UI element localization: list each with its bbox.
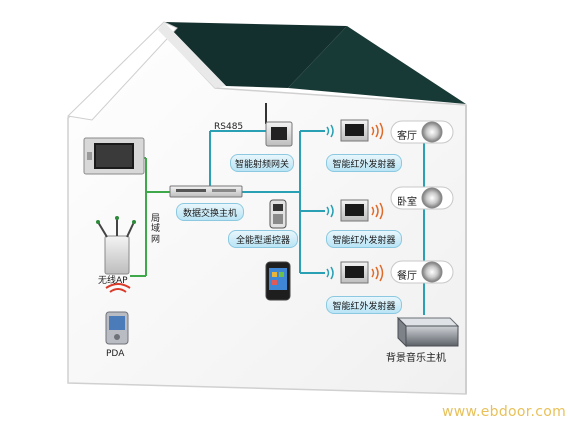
- rs485-label: RS485: [214, 122, 244, 132]
- ir-emitter-1-icon: [340, 119, 369, 142]
- room-bedroom-label: 卧室: [397, 197, 417, 208]
- ir-emitter-3-icon: [340, 261, 369, 284]
- ir-emitter-2-label: 智能红外发射器: [326, 230, 402, 248]
- room-bedroom: [390, 186, 454, 210]
- remote-control-icon: [269, 199, 287, 229]
- wifi-signal-icon: [105, 283, 131, 293]
- ir-emitter-3-label: 智能红外发射器: [326, 296, 402, 314]
- touch-panel-icon: [83, 137, 145, 175]
- room-living: [390, 120, 454, 144]
- smartphone-icon: [265, 261, 291, 301]
- music-host-icon: [396, 316, 460, 348]
- wireless-ap-icon: [96, 216, 136, 275]
- watermark: www.ebdoor.com: [442, 404, 567, 420]
- room-dining-label: 餐厅: [397, 271, 417, 282]
- data-exchange-host-icon: [169, 185, 243, 198]
- rf-gateway-icon: [265, 103, 293, 147]
- lan-label: 局域网: [151, 214, 161, 245]
- universal-remote-label: 全能型遥控器: [228, 230, 298, 248]
- rf-gateway-label: 智能射频网关: [230, 154, 294, 172]
- wiring: [130, 130, 425, 315]
- room-living-label: 客厅: [397, 131, 417, 142]
- roof: [66, 21, 466, 121]
- music-host-label: 背景音乐主机: [386, 353, 446, 364]
- room-dining: [390, 260, 454, 284]
- pda-icon: [105, 311, 129, 345]
- pda-label: PDA: [106, 349, 125, 359]
- ir-emitter-2-icon: [340, 199, 369, 222]
- data-exchange-host-label: 数据交换主机: [176, 203, 244, 221]
- ir-signal-arcs: [326, 122, 384, 282]
- ir-emitter-1-label: 智能红外发射器: [326, 154, 402, 172]
- wireless-ap-label: 无线AP: [98, 276, 128, 286]
